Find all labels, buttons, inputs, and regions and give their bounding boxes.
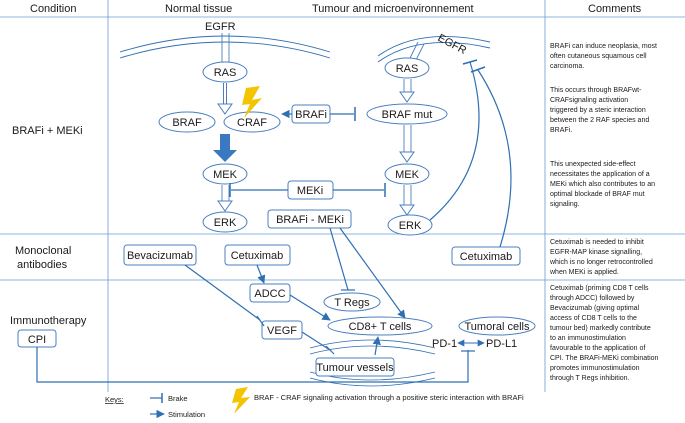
tregs-label: T Regs — [334, 297, 370, 309]
comment-5: Cetuximab (priming CD8 T cells through A… — [550, 285, 660, 382]
row-label-immunotherapy: Immunotherapy — [10, 315, 87, 327]
mek-tumour-node — [384, 163, 430, 185]
lightning-key-icon — [232, 387, 250, 414]
comment-4: Cetuximab is needed to inhibit EGFR-MAP … — [549, 239, 655, 276]
comment-1: BRAFi can induce neoplasia, most often c… — [550, 43, 659, 70]
cetuximab-left-label: Cetuximab — [231, 250, 284, 262]
ras-tumour-label: RAS — [396, 63, 419, 75]
row-label-mab-1: Monoclonal — [15, 245, 71, 257]
comment-2: This occurs through BRAFwt- CRAFsignalin… — [550, 87, 651, 134]
mek-tumour-label: MEK — [395, 169, 420, 181]
erk-normal-node — [202, 211, 248, 233]
braf-mut-label: BRAF mut — [382, 109, 433, 121]
adcc-box — [249, 283, 291, 303]
braf-mut-node — [366, 103, 448, 125]
header-comments: Comments — [588, 3, 642, 15]
egfr-tumour-label: EGFR — [436, 32, 469, 57]
vegf-box — [261, 320, 303, 340]
pd1-label: PD-1 — [432, 338, 457, 350]
cd8-label: CD8+ T cells — [349, 321, 412, 333]
table-grid — [0, 0, 685, 392]
comment-3: This unexpected side-effect necessitates… — [550, 161, 657, 208]
lightning-key-label: BRAF - CRAF signaling activation through… — [254, 393, 524, 402]
bevacizumab-box — [123, 244, 197, 266]
tumoral-cells-label: Tumoral cells — [465, 321, 530, 333]
ras-tumour-node — [384, 57, 430, 79]
brafi-label: BRAFi — [295, 109, 327, 121]
keys-legend: Keys: Brake Stimulation BRAF - CRAF sign… — [105, 387, 524, 419]
brafi-meki-label: BRAFi - MEKi — [276, 214, 344, 226]
braf-normal-label: BRAF — [172, 117, 202, 129]
cd8-node — [327, 316, 433, 336]
erk-normal-label: ERK — [214, 217, 237, 229]
arrow-mek-erk-normal — [217, 200, 233, 212]
cetuximab-right-label: Cetuximab — [460, 251, 513, 263]
braf-normal-node — [158, 111, 216, 133]
adcc-label: ADCC — [254, 288, 285, 300]
tumour-vessels-box — [315, 357, 395, 377]
normal-membrane-inner — [119, 41, 331, 59]
meki-label: MEKi — [297, 185, 323, 197]
vegf-label: VEGF — [267, 325, 297, 337]
header-condition: Condition — [30, 3, 76, 15]
lower-connections — [36, 227, 475, 383]
header-normal-tissue: Normal tissue — [165, 3, 232, 15]
craf-normal-node — [223, 111, 281, 133]
ras-normal-node — [202, 61, 248, 83]
comments-column: BRAFi can induce neoplasia, most often c… — [549, 43, 660, 382]
tumoral-cells-node — [458, 316, 536, 336]
erk-tumour-label: ERK — [399, 220, 422, 232]
brake-key-label: Brake — [168, 394, 188, 403]
header-tumour: Tumour and microenvironnement — [312, 3, 474, 15]
brafi-meki-box — [267, 209, 352, 229]
normal-membrane-outer — [119, 35, 331, 53]
cetuximab-right-box — [451, 246, 521, 266]
cpi-label: CPI — [28, 334, 46, 346]
mek-normal-label: MEK — [213, 169, 238, 181]
mek-normal-node — [202, 163, 248, 185]
row-label-brafi-meki: BRAFi + MEKi — [12, 125, 83, 137]
stimulation-key-label: Stimulation — [168, 410, 205, 419]
erk-feedback-line — [429, 61, 480, 221]
erk-tumour-node — [387, 214, 433, 236]
row-label-mab-2: antibodies — [17, 259, 68, 271]
arrow-braf-mek-solid — [213, 134, 237, 162]
tregs-node — [323, 292, 381, 312]
bevacizumab-label: Bevacizumab — [127, 250, 193, 262]
keys-title: Keys: — [105, 395, 124, 404]
tumour-vessels-label: Tumour vessels — [316, 362, 394, 374]
pdl1-label: PD-L1 — [486, 338, 517, 350]
lightning-icon — [242, 86, 262, 118]
ras-normal-label: RAS — [214, 67, 237, 79]
tumour-membrane-inner — [377, 41, 491, 63]
craf-normal-label: CRAF — [237, 117, 267, 129]
egfr-normal-label: EGFR — [205, 21, 236, 33]
cetuximab-egfr-brake — [477, 69, 512, 248]
tumour-membrane-outer — [377, 35, 491, 57]
